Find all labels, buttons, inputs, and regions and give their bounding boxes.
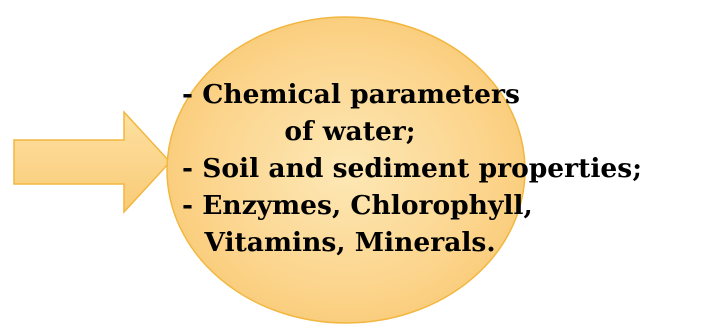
oval-text: - Chemical parameters of water; - Soil a… bbox=[182, 76, 642, 261]
oval-text-line-3: - Soil and sediment properties; bbox=[182, 153, 642, 184]
oval-text-line-4: - Enzymes, Chlorophyll, bbox=[182, 190, 533, 221]
oval-text-line-5: Vitamins, Minerals. bbox=[204, 227, 496, 258]
right-arrow-icon bbox=[13, 110, 172, 214]
content-oval bbox=[166, 16, 526, 324]
oval-text-line-2: of water; bbox=[284, 116, 416, 147]
oval-text-line-1: - Chemical parameters bbox=[182, 79, 520, 110]
